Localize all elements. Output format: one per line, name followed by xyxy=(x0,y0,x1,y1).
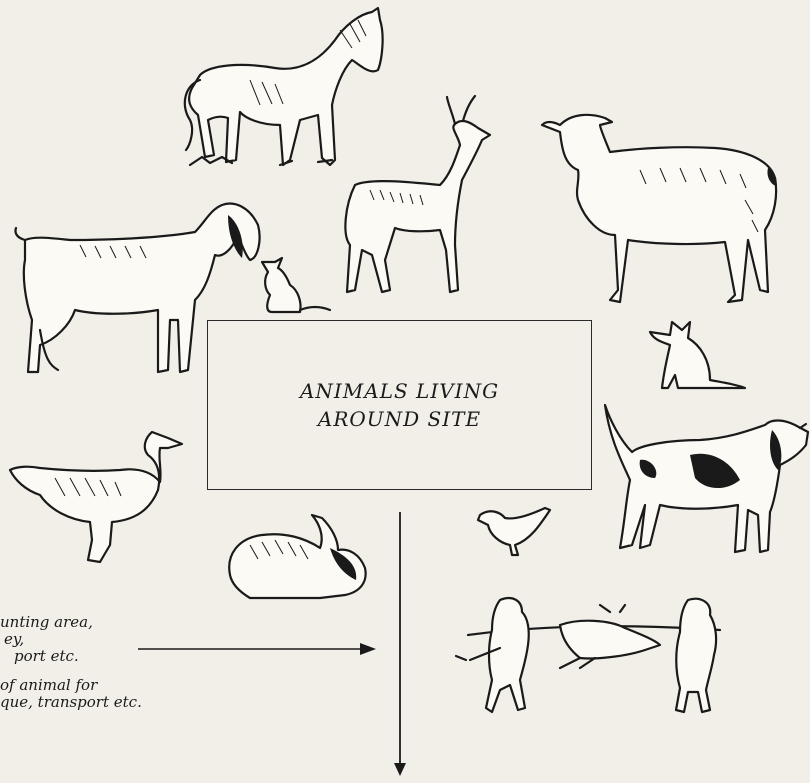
title-line-1: ANIMALS LIVING xyxy=(300,377,499,405)
note1-line3: port etc. xyxy=(0,648,93,665)
down-arrow-head xyxy=(394,763,406,776)
gazelle-drawing xyxy=(345,96,490,292)
dog-drawing xyxy=(605,405,808,552)
cat-drawing xyxy=(262,258,330,312)
note2-line1: of animal for xyxy=(0,677,142,694)
note-use-of-animal: of animal for que, transport etc. xyxy=(0,677,142,711)
duck-drawing xyxy=(10,432,182,562)
note1-line2: ey, xyxy=(0,631,93,648)
sheep-drawing xyxy=(542,115,777,302)
note1-line1: unting area, xyxy=(0,614,93,631)
rabbit-drawing xyxy=(229,515,365,598)
title-line-2: AROUND SITE xyxy=(318,405,481,433)
small-bird-drawing xyxy=(478,508,550,555)
horse-drawing xyxy=(185,8,383,165)
hunters-carrying-animal-drawing xyxy=(456,598,720,712)
fox-drawing xyxy=(650,322,745,388)
right-arrow-head xyxy=(360,643,376,655)
note-hunting: unting area, ey, port etc. xyxy=(0,614,93,665)
animals-title-box: ANIMALS LIVING AROUND SITE xyxy=(207,320,592,490)
note2-line2: que, transport etc. xyxy=(0,694,142,711)
